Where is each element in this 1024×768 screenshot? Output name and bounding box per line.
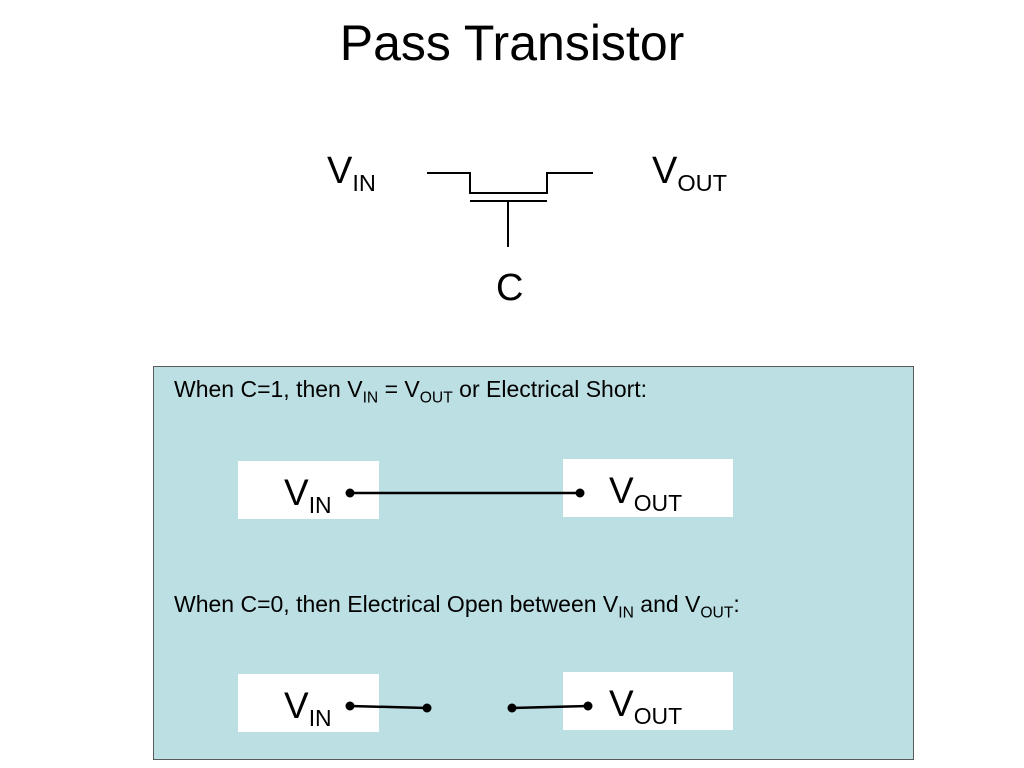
short-vin-sub: IN <box>308 492 332 519</box>
open-vin-box <box>238 674 379 732</box>
open-vout-box <box>563 672 733 730</box>
short-vout-main: V <box>609 470 634 511</box>
short-vin-box <box>238 461 379 519</box>
short-wire-vout-dot <box>575 488 585 498</box>
vin-label-sub: IN <box>352 170 376 197</box>
open-vin-main: V <box>284 685 309 726</box>
open-case-caption: When C=0, then Electrical Open between V… <box>174 591 740 621</box>
short-vout-box <box>563 459 733 517</box>
open-caption-sub-1: IN <box>618 604 634 622</box>
open-vout-label: VOUT <box>609 683 682 727</box>
short-case-caption: When C=1, then VIN = VOUT or Electrical … <box>174 376 648 406</box>
open-vin-sub: IN <box>308 705 332 732</box>
vout-label: VOUT <box>652 150 727 195</box>
page-title: Pass Transistor <box>339 15 685 71</box>
open-wire-vout-dot <box>583 701 593 711</box>
open-wire-vin-dot <box>345 701 355 711</box>
vin-label-main: V <box>327 150 353 192</box>
open-vout-sub: OUT <box>633 703 683 730</box>
short-caption-sub-1: IN <box>362 389 379 407</box>
open-wire-vin-stub <box>349 704 428 710</box>
open-wire-vout-stub <box>511 704 589 710</box>
short-wire-vin-dot <box>345 488 355 498</box>
vout-label-main: V <box>652 150 678 192</box>
short-caption-text-1: When C=1, then V <box>174 376 363 402</box>
short-caption-text-2: = V <box>378 376 420 402</box>
short-caption-text-3: or Electrical Short: <box>452 376 648 402</box>
open-vout-main: V <box>609 683 634 724</box>
short-vin-main: V <box>284 472 309 513</box>
vout-label-sub: OUT <box>677 170 728 197</box>
short-vout-label: VOUT <box>609 470 682 514</box>
open-vin-label: VIN <box>284 685 332 729</box>
open-wire-vout-end-dot <box>507 703 517 713</box>
open-caption-text-3: : <box>733 591 740 617</box>
open-caption-text-1: When C=0, then Electrical Open between V <box>174 591 619 617</box>
transistor-source-drain-line <box>427 172 593 194</box>
vin-label: VIN <box>327 150 376 195</box>
open-wire-vin-end-dot <box>422 703 432 713</box>
short-caption-sub-2: OUT <box>419 389 453 407</box>
open-caption-text-2: and V <box>633 591 701 617</box>
open-caption-sub-2: OUT <box>700 604 734 622</box>
short-vin-label: VIN <box>284 472 332 516</box>
short-vout-sub: OUT <box>633 490 683 517</box>
gate-label: C <box>496 267 524 309</box>
